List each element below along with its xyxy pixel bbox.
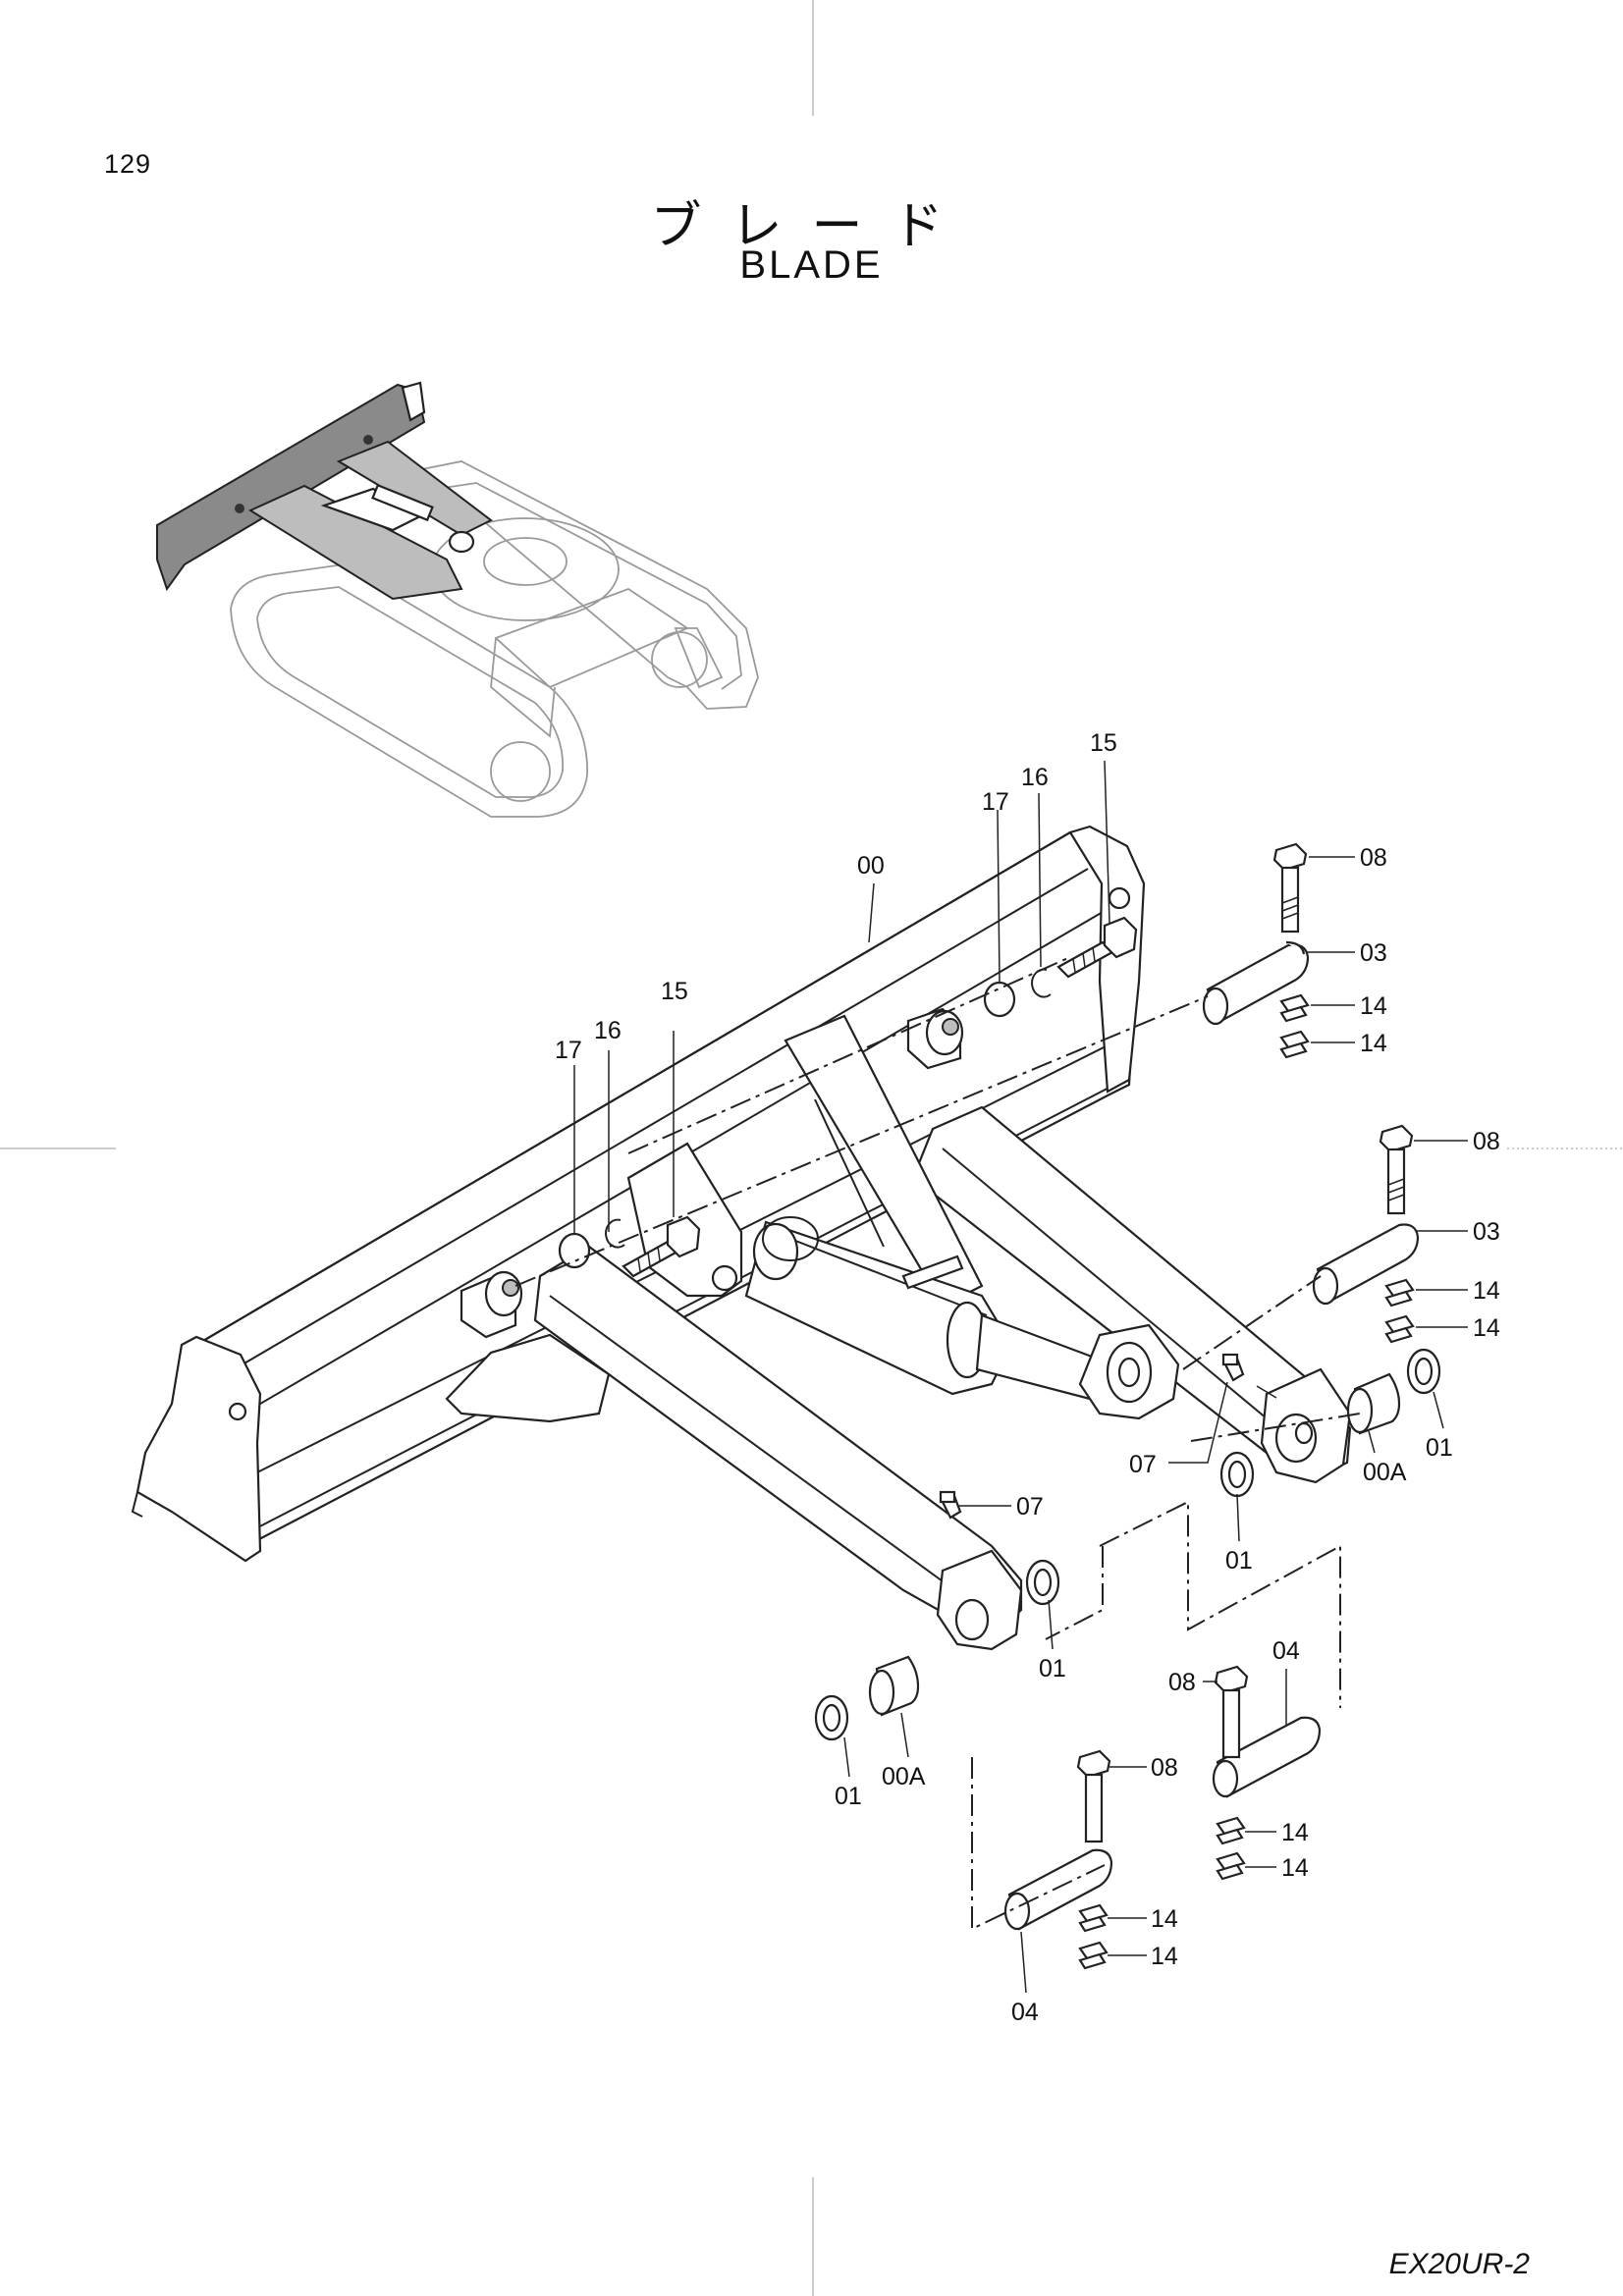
callout-04-right: 04 — [1272, 1637, 1300, 1665]
nut-14-lower-icons — [1078, 1816, 1246, 1970]
pin-04-left-icon — [1003, 1848, 1113, 1931]
callout-07-left: 07 — [1016, 1493, 1044, 1521]
callout-15-right: 15 — [1090, 729, 1117, 757]
callout-14-c: 14 — [1473, 1277, 1500, 1305]
seal-01-right-icon — [1406, 1348, 1441, 1395]
callout-16-left: 16 — [594, 1017, 622, 1044]
callout-00A-right: 00A — [1363, 1459, 1407, 1486]
callout-01-left-b: 01 — [1039, 1655, 1066, 1682]
seal-01-left-b-icon — [1025, 1559, 1060, 1606]
callout-14-a: 14 — [1360, 992, 1387, 1020]
bolt-08-upper-icon — [1272, 842, 1308, 934]
bushing-00A-left-icon — [868, 1655, 920, 1717]
callout-03-lower: 03 — [1473, 1218, 1500, 1246]
page-number: 129 — [104, 149, 152, 179]
callout-17-right: 17 — [982, 788, 1009, 816]
title-japanese: ブレード — [650, 197, 973, 256]
callout-07-right: 07 — [1129, 1451, 1157, 1478]
callout-01-mid: 01 — [1225, 1547, 1253, 1575]
grease-fitting-left-icon — [939, 1490, 962, 1520]
title-english: BLADE — [739, 243, 884, 287]
callout-16-right: 16 — [1021, 764, 1049, 791]
callout-03-upper: 03 — [1360, 939, 1387, 967]
bolt-15-left-icon — [622, 1215, 701, 1278]
blade-assembly-icon — [131, 825, 1352, 1651]
bolt-08-mid-icon — [1379, 1124, 1414, 1215]
pin-04-right-icon — [1212, 1716, 1322, 1798]
nut-14-icons — [1279, 993, 1415, 1344]
callout-08-mid: 08 — [1473, 1128, 1500, 1155]
callout-01-right: 01 — [1426, 1434, 1453, 1462]
bolt-15-right-icon — [1056, 916, 1138, 979]
bolt-08-lower-icons — [1076, 1665, 1249, 1843]
callout-17-left: 17 — [555, 1037, 582, 1064]
callout-08-upper: 08 — [1360, 844, 1387, 872]
model-number: EX20UR-2 — [1388, 2248, 1530, 2280]
callout-08-lower-left: 08 — [1151, 1754, 1178, 1782]
callout-04-left: 04 — [1011, 1999, 1039, 2026]
callout-08-lower-right: 08 — [1168, 1669, 1196, 1696]
callout-14-g: 14 — [1151, 1905, 1178, 1933]
callout-01-left-a: 01 — [835, 1783, 862, 1810]
callout-14-b: 14 — [1360, 1030, 1387, 1057]
callout-14-h: 14 — [1151, 1943, 1178, 1970]
bushing-00A-right-icon — [1346, 1372, 1401, 1435]
callout-labels: 00 15 16 17 15 16 17 08 03 14 14 08 03 1… — [555, 729, 1500, 2026]
callout-00: 00 — [857, 852, 885, 880]
grease-fitting-right-icon — [1221, 1353, 1245, 1382]
callout-14-f: 14 — [1281, 1854, 1309, 1882]
seal-01-mid-icon — [1219, 1451, 1255, 1498]
callout-14-e: 14 — [1281, 1819, 1309, 1846]
callout-14-d: 14 — [1473, 1314, 1500, 1342]
pin-03-upper-icon — [1202, 940, 1310, 1026]
assembly-axis-lines — [514, 956, 1361, 1931]
excavator-overview-icon — [156, 381, 759, 818]
leader-lines — [573, 760, 1468, 1994]
callout-00A-left: 00A — [882, 1763, 926, 1790]
callout-15-left: 15 — [661, 978, 688, 1005]
seal-01-left-a-icon — [814, 1694, 849, 1741]
